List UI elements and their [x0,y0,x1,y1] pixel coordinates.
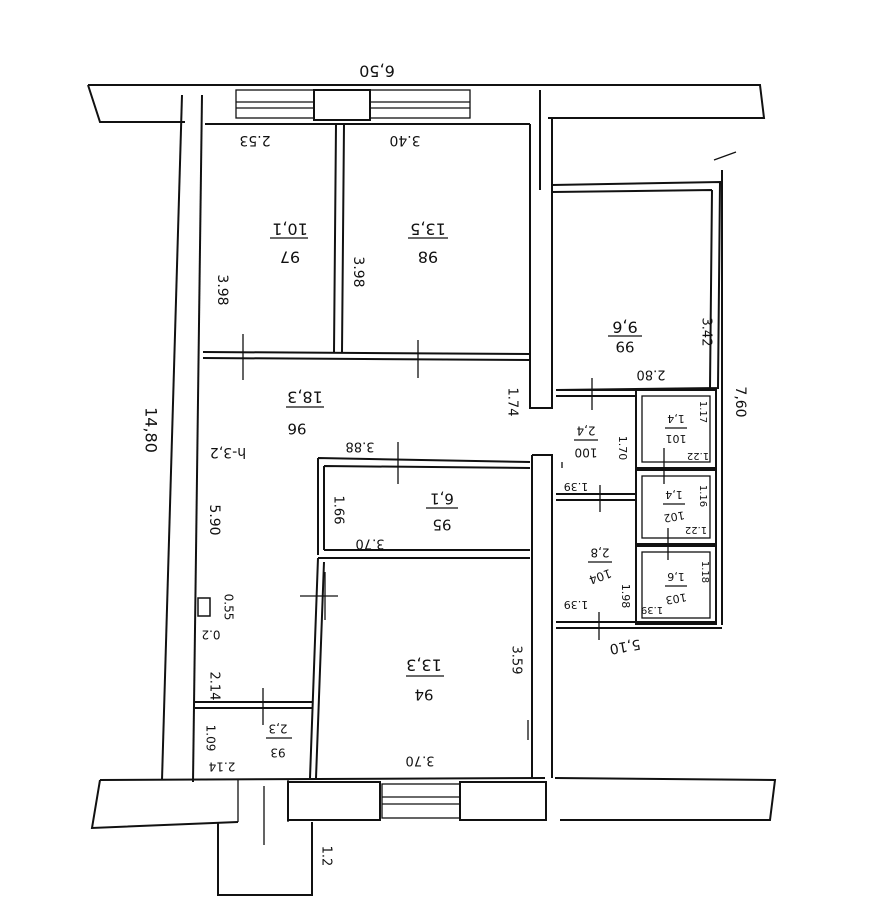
room-95-height: 1.66 [331,496,346,525]
pier-bottom [287,781,381,821]
room-94-height: 3.59 [509,646,524,675]
room-94-width: 3.70 [406,753,435,768]
room-104-height: 1.98 [619,584,632,609]
room-95-area: 6,1 [430,490,454,508]
bottom-wall-right [554,777,777,821]
wall-room-102 [635,469,717,545]
room-103-area: 1,6 [667,570,685,583]
room-97-height: 3.98 [214,274,230,305]
room-99-number: 99 [615,338,634,356]
room-93-number: 93 [270,746,285,760]
room-99-height: 3.42 [699,318,714,347]
room-101-height: 1.17 [697,401,708,423]
room-97-width: 2.53 [239,132,270,148]
room-101-width: 1.22 [687,450,709,461]
room-95-width: 3.70 [356,536,385,551]
room-101-number: 101 [666,432,687,445]
wall-central-lower [531,454,553,778]
wall-room-101 [635,389,717,469]
niche [197,597,211,617]
room-94-number: 94 [414,686,433,704]
room-96-number: 96 [287,420,306,438]
room-97-number: 97 [280,248,300,267]
dim-entry: 1.2 [319,846,334,867]
niche-width: 0.2 [201,628,220,642]
room-96-area: 18,3 [287,388,323,407]
wall-room-93 [195,701,312,709]
labels: 6,50 14,80 7,60 5,10 1.2 2.53 3.98 10,1 … [142,62,749,867]
pier-top [313,89,371,121]
room-93-width: 2.14 [209,760,236,774]
bottom-wall-left [90,779,239,830]
bottom-wall-top [99,777,546,781]
window-top-2 [369,89,471,119]
room-103-width: 1.39 [641,604,663,615]
room-100-number: 100 [575,446,598,460]
dim-top-width: 6,50 [359,62,395,81]
wall-room-94 [309,557,325,779]
entrance-step [217,822,313,896]
room-96-height: 5.90 [206,504,222,535]
room-100-area: 2,4 [576,424,595,438]
wall-97-98 [333,123,345,353]
dim-bottom-right: 5,10 [608,635,641,656]
room-98-area: 13,5 [410,220,446,239]
window-top-1 [235,89,315,119]
dim-side-length: 14,80 [142,407,161,453]
room-99-area: 9,6 [612,318,637,337]
top-wall-left [87,84,185,123]
wall-rooms-100-104 [556,493,722,629]
room-100-width: 1.39 [564,480,589,493]
room-94-area: 13,3 [406,656,442,675]
room-102-number: 102 [663,508,686,524]
room-99-width: 2.80 [637,367,666,382]
room-104-number: 104 [587,566,613,587]
room-96-width: h-3,2 [210,444,246,460]
room-101-area: 1,4 [667,412,685,425]
room-103-number: 103 [665,590,688,606]
room-95-number: 95 [432,516,451,534]
wall-room-103 [635,545,717,625]
window-bottom [381,783,461,819]
wall-room-99 [551,180,722,391]
wall-room-95 [317,457,531,559]
room-98-width: 3.40 [389,132,420,148]
hall-width: 2.14 [207,672,222,701]
room-104-area: 2,8 [590,546,609,560]
room-97-area: 10,1 [272,220,308,239]
room-104-width: 1.39 [564,598,589,611]
room-93-height: 1.09 [204,725,218,752]
room-98-number: 98 [418,248,438,267]
niche-height: 0.55 [222,594,236,621]
left-wall-outer [161,94,183,781]
room-98-height: 3.98 [350,256,366,287]
wall-rooms-corridor [202,351,531,361]
left-wall-inner [192,94,203,783]
dim-side-right: 7,60 [732,386,748,417]
room-102-width: 1.22 [685,524,707,535]
corridor-width: 3.88 [346,439,375,454]
interior-walls [195,90,737,845]
pier-bottom-2 [459,781,547,821]
outer-walls [87,84,777,896]
room-93-area: 2,3 [268,722,287,736]
wall-central-upper [529,124,553,409]
room-100-height: 1.70 [616,436,629,461]
top-wall-outer [88,84,766,119]
room-103-height: 1.18 [699,561,710,583]
room-102-area: 1,4 [665,488,683,501]
room-102-height: 1.16 [697,485,708,507]
corridor-mid: 1.74 [505,388,520,417]
